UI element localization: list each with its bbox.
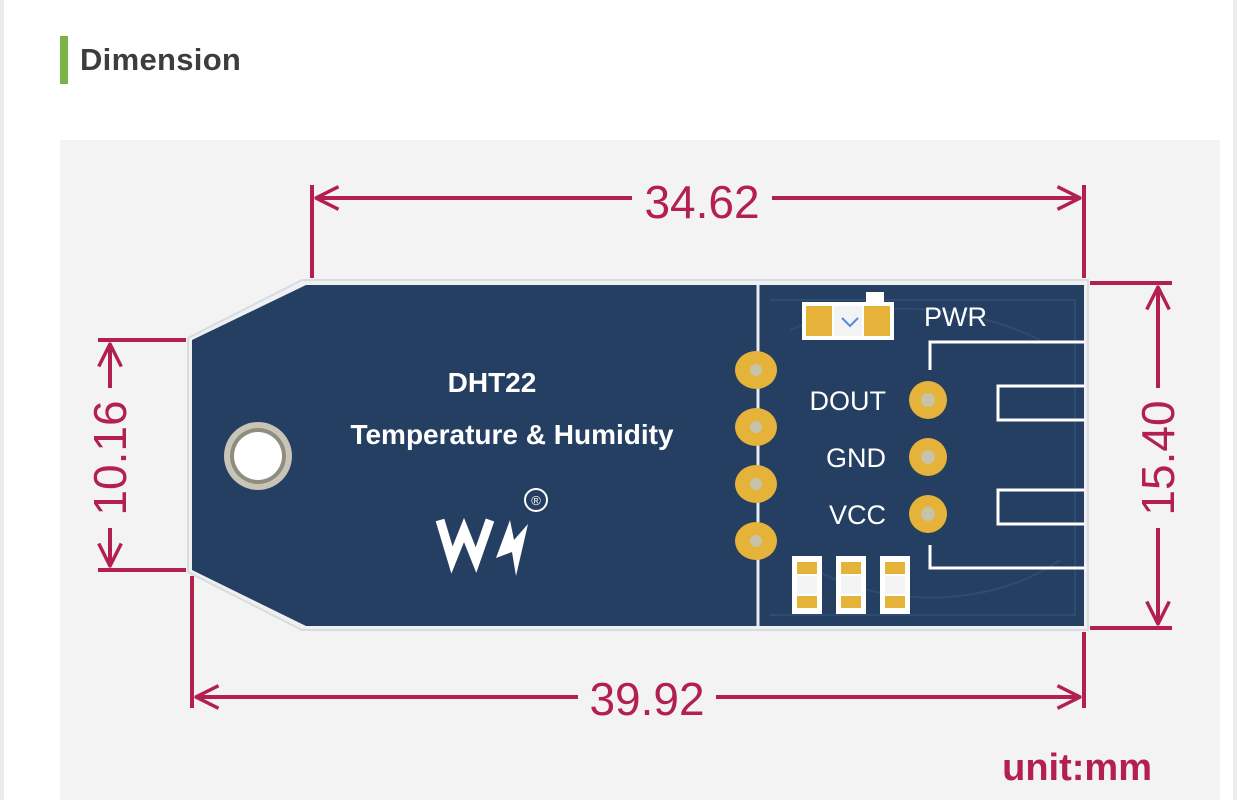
dimension-left-label: 10.16 bbox=[84, 400, 136, 515]
dimension-right bbox=[1090, 281, 1172, 630]
board-model-label: DHT22 bbox=[448, 367, 537, 398]
gold-pad-column bbox=[735, 351, 777, 560]
pin-pad-gnd bbox=[909, 438, 947, 476]
dimension-top bbox=[310, 185, 1086, 278]
pin-label-dout: DOUT bbox=[810, 386, 887, 416]
sensor-outline bbox=[928, 340, 1084, 570]
gold-pad-icon bbox=[735, 408, 777, 446]
section-accent-bar bbox=[60, 36, 68, 84]
section-title: Dimension bbox=[80, 42, 242, 77]
gold-pad-icon bbox=[735, 465, 777, 503]
pwr-label: PWR bbox=[924, 302, 987, 332]
mounting-hole-icon bbox=[224, 422, 292, 490]
pwr-led-component bbox=[802, 292, 894, 340]
dimension-top-label: 34.62 bbox=[644, 176, 759, 228]
unit-label: unit:mm bbox=[1002, 747, 1152, 789]
pin-label-vcc: VCC bbox=[829, 500, 886, 530]
smd-resistors bbox=[792, 556, 910, 614]
pcb-board bbox=[187, 279, 1089, 631]
gold-pad-icon bbox=[735, 351, 777, 389]
pin-label-gnd: GND bbox=[826, 443, 886, 473]
dimension-bottom-label: 39.92 bbox=[589, 673, 704, 725]
waveshare-logo-icon bbox=[435, 488, 548, 576]
section-header: Dimension bbox=[60, 36, 241, 84]
dimension-right-label: 15.40 bbox=[1132, 400, 1184, 515]
dimension-bottom bbox=[190, 576, 1086, 708]
board-description-label: Temperature & Humidity bbox=[350, 419, 674, 450]
pin-pad-dout bbox=[909, 381, 947, 419]
frame-left-border bbox=[0, 0, 4, 800]
gold-pad-icon bbox=[735, 522, 777, 560]
registered-mark: ® bbox=[531, 493, 541, 508]
frame-right-border bbox=[1233, 0, 1237, 800]
dimension-left bbox=[98, 338, 186, 572]
pin-pad-vcc bbox=[909, 495, 947, 533]
